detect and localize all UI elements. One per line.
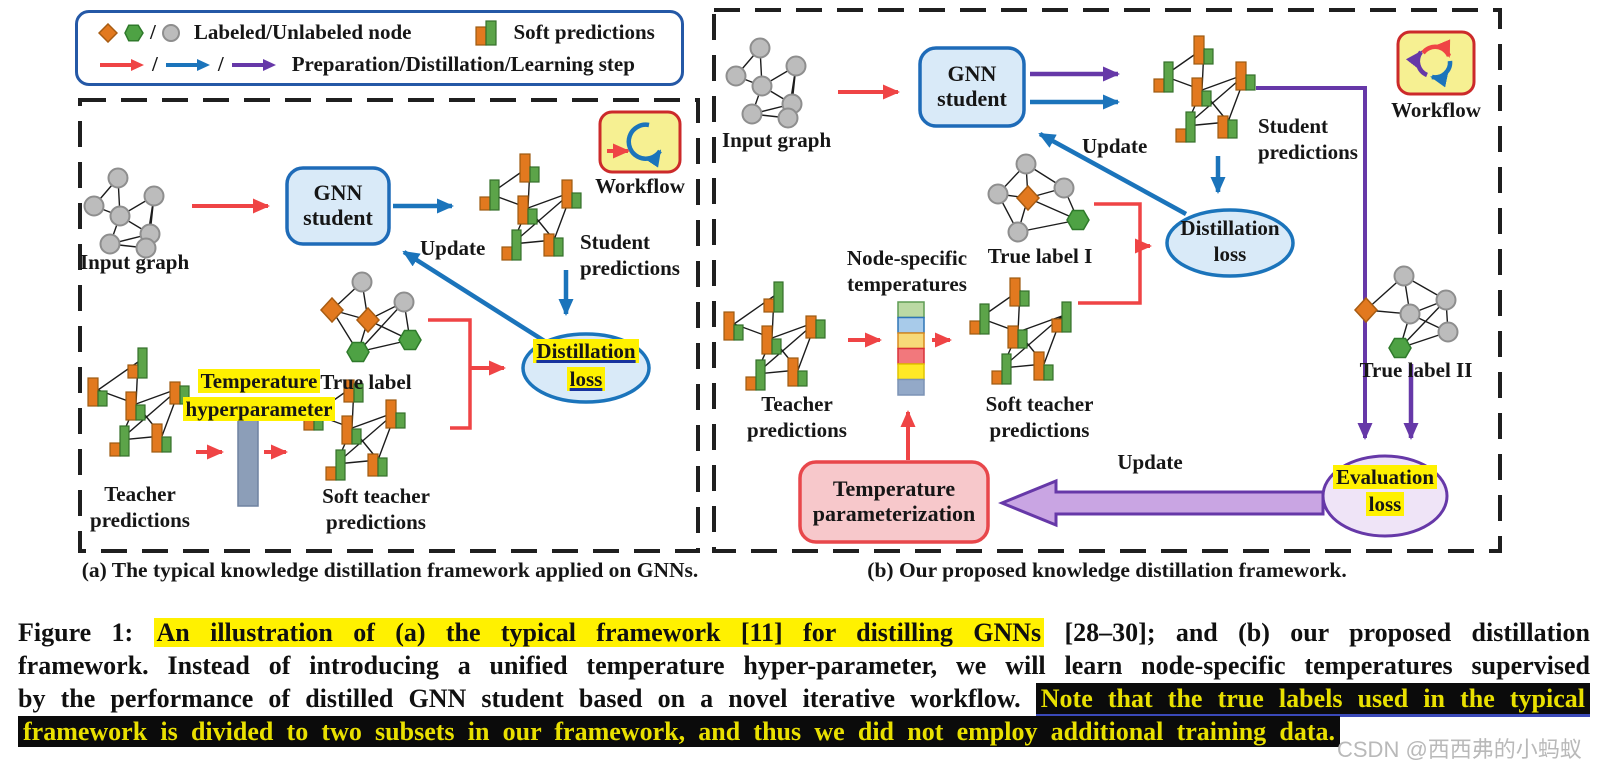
distillation-loss-label-a: Distillation loss [523,337,649,394]
soft-teacher-predictions-label-b: Soft teacher predictions [985,392,1094,442]
true-label-2-graph-b [1353,265,1459,359]
student-predictions-graph-b [1153,35,1256,143]
student-predictions-label-b: Student predictions [1258,114,1358,164]
labeled-node-hexagon-icon [124,23,144,42]
workflow-label-a: Workflow [595,174,685,198]
loss-bracket-a [428,318,472,430]
temperature-hyperparameter-label: Temperature hyperparameter [180,367,338,424]
gnn-student-box-b [918,46,1026,128]
distillation-loss-label-b: Distillation loss [1180,216,1280,266]
node-specific-temperatures-stack [897,301,925,396]
figure-caption-highlight-3: Note that the true labels used in the ty… [1035,683,1590,717]
distillation-arrow-icon [165,58,210,71]
input-graph-label-a: Input graph [80,250,190,274]
workflow-icon-b [1396,30,1476,96]
teacher-predictions-label-a: Teacher predictions [90,482,190,532]
figure-caption-line-2: framework. Instead of introducing a unif… [18,651,1590,680]
legend-separator: / [217,52,224,76]
update-arrow-b [1038,132,1188,216]
legend-soft-predictions-label: Soft predictions [513,20,655,44]
learning-arrow-icon [231,58,276,71]
true-label-1-graph-b [987,153,1090,243]
teacher-predictions-graph-a [87,347,190,457]
loss-bracket-b [1078,202,1142,305]
legend-row-nodes: / Labeled/Unlabeled node Soft prediction… [98,19,681,46]
figure-caption-highlight-4: framework is divided to two subsets in o… [18,716,1340,747]
labeled-node-diamond-icon [98,22,118,43]
input-graph-b [725,37,807,129]
figure-caption-highlight-1: An illustration of (a) the typical frame… [153,618,1045,647]
panel-a-border [78,98,700,553]
workflow-icon-a [598,110,682,174]
update-bottom-label-b: Update [1117,450,1183,474]
panel-b-border [712,8,1502,553]
soft-teacher-predictions-label-a: Soft teacher predictions [322,484,430,534]
preparation-arrow-icon [100,58,144,71]
true-label-graph-a [319,271,422,363]
true-label-2-label: True label II [1359,358,1473,382]
panel-a-caption: (a) The typical knowledge distillation f… [81,558,699,582]
figure-caption-rest-1: [28–30]; and (b) our proposed distillati… [1044,618,1591,647]
gnn-student-label-a: GNN student [303,180,373,230]
input-graph-a [83,167,165,259]
gnn-student-label-b: GNN student [937,61,1007,111]
workflow-label-b: Workflow [1391,98,1481,122]
evaluation-loss-label: Evaluation loss [1324,464,1446,519]
figure-caption-line-1: Figure 1: An illustration of (a) the typ… [18,616,1590,649]
update-arrow-a [402,250,548,344]
figure-caption-prefix: Figure 1: [18,618,154,647]
legend-row-steps: / / Preparation/Distillation/Learning st… [98,52,681,77]
legend-separator: / [150,20,156,44]
student-predictions-graph-a [479,153,582,261]
input-graph-label-b: Input graph [722,128,832,152]
legend-steps-label: Preparation/Distillation/Learning step [291,52,635,76]
panel-b-caption: (b) Our proposed knowledge distillation … [867,558,1347,582]
update-thick-arrow [998,478,1325,528]
figure-caption-line-3: by the performance of distilled GNN stud… [18,682,1590,717]
node-specific-temperatures-label: Node-specific temperatures [846,246,968,296]
teacher-predictions-graph-b [723,281,826,391]
figure-caption-plain-3: by the performance of distilled GNN stud… [18,684,1036,713]
distillation-loss-ellipse-b [1165,208,1295,278]
true-label-1-label: True label I [987,244,1093,268]
figure-caption-line-4: framework is divided to two subsets in o… [18,715,1340,748]
teacher-predictions-label-b: Teacher predictions [747,392,847,442]
student-predictions-label-a: Student predictions [580,230,680,280]
csdn-watermark: CSDN @西西弗的小蚂蚁 [1337,737,1582,762]
legend: / Labeled/Unlabeled node Soft prediction… [75,10,684,86]
update-top-label-b: Update [1082,134,1148,158]
temperature-parameterization-label: Temperature parameterization [812,476,976,526]
true-label-label-a: True label [320,370,412,394]
gnn-student-box-a [285,166,391,246]
update-label-a: Update [420,236,486,260]
soft-teacher-predictions-graph-b [969,277,1072,385]
soft-predictions-icon [475,20,498,46]
unlabeled-node-circle-icon [161,23,180,42]
legend-separator: / [152,52,158,76]
legend-nodes-label: Labeled/Unlabeled node [193,20,412,44]
temperature-parameterization-box [798,460,990,544]
